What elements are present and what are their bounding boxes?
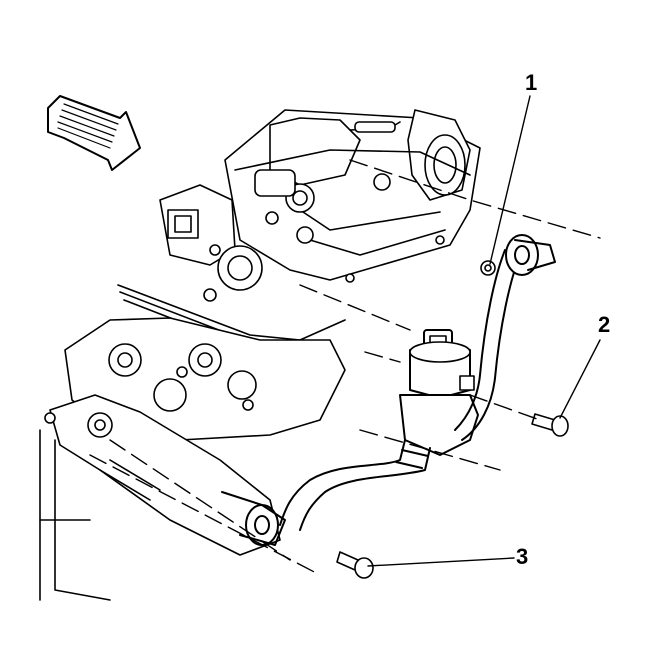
front-of-vehicle-arrow-icon — [47, 95, 141, 171]
bolt-exhaust-flange — [336, 551, 374, 579]
bolt-egr-valve — [531, 413, 569, 437]
egr-pipe — [221, 234, 556, 546]
bolt-upper-flange — [480, 260, 496, 276]
alignment-lines — [89, 159, 601, 576]
egr-valve — [399, 329, 479, 456]
callout-3: 3 — [516, 544, 529, 569]
left-engine-components — [159, 184, 263, 302]
callout-2: 2 — [598, 312, 611, 337]
callout-1: 1 — [525, 70, 538, 95]
intake-manifold — [224, 109, 481, 283]
callout-leaders — [367, 95, 601, 567]
